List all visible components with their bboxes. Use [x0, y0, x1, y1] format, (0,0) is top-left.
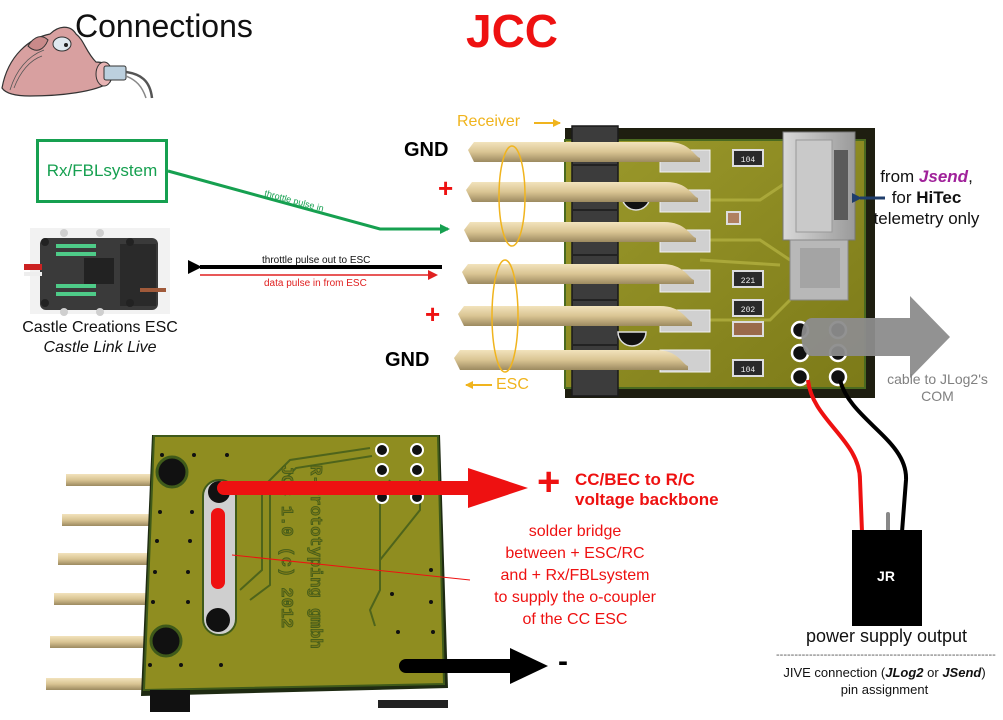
bridge-note-line: solder bridge	[528, 523, 622, 540]
jsend-prefix: from	[880, 167, 919, 186]
pin-gnd-receiver	[468, 142, 700, 162]
jsend-note: from Jsend, for HiTec telemetry only	[850, 166, 1003, 229]
smd-capacitor	[726, 211, 741, 225]
pin-gnd-esc	[454, 350, 688, 370]
jr-connector-label: JR	[877, 568, 895, 584]
page-title: Connections	[75, 8, 253, 44]
jr-connector	[852, 530, 922, 626]
svg-text:221: 221	[741, 277, 756, 286]
svg-text:JCC 1.0 (c) 2012: JCC 1.0 (c) 2012	[276, 465, 295, 628]
hitec-telemetry-connector	[782, 131, 856, 301]
jive-suffix: )	[981, 665, 986, 680]
pin-label-gnd-receiver: GND	[404, 139, 449, 161]
smd-resistor-104-bottom: 104	[732, 359, 764, 377]
minus-label: -	[558, 645, 568, 678]
esc-subtitle: Castle Link Live	[43, 339, 157, 356]
com-note-line1: cable to JLog2's	[887, 371, 988, 387]
cc-plus-label: +	[537, 460, 561, 504]
jr-black-wire	[838, 379, 909, 533]
rx-fbl-system-label: Rx/FBLsystem	[46, 161, 158, 180]
smd-capacitor-large	[732, 321, 764, 337]
bridge-note-line: and + Rx/FBLsystem	[500, 567, 650, 584]
pin-assignment-text: pin assignment	[840, 682, 929, 697]
bridge-note-line: between + ESC/RC	[505, 545, 645, 562]
cc-note-line1: CC/BEC to R/C	[575, 470, 695, 489]
bridge-note-line: of the CC ESC	[522, 611, 628, 628]
jr-red-wire	[806, 379, 864, 533]
jive-or: or	[923, 665, 943, 680]
minus-arrow-icon	[399, 648, 548, 684]
pin-plus-receiver	[466, 182, 698, 202]
hitec-name: HiTec	[916, 188, 962, 207]
smd-resistor-202: 202	[732, 299, 764, 317]
receiver-group-label: Receiver	[457, 113, 521, 130]
solder-bridge-pointer	[231, 554, 471, 581]
cc-bec-note: CC/BEC to R/C voltage backbone	[575, 470, 735, 510]
esc-group-ellipse	[491, 259, 519, 373]
jlog2-name: JLog2	[885, 665, 924, 680]
esc-caption: Castle Creations ESC Castle Link Live	[0, 318, 200, 358]
bridge-note-line: to supply the o-coupler	[494, 589, 656, 606]
esc-name: Castle Creations ESC	[22, 319, 178, 336]
esc-group-label: ESC	[496, 376, 529, 393]
jsend-name: Jsend	[918, 167, 969, 186]
com-note: cable to JLog2's COM	[880, 371, 995, 405]
svg-text:R-Prototyping gmbh: R-Prototyping gmbh	[305, 465, 324, 649]
castle-esc-photo	[24, 228, 170, 316]
throttle-out-label: throttle pulse out to ESC	[262, 255, 371, 266]
pin-label-gnd-esc: GND	[385, 349, 430, 371]
pin-signal-esc	[462, 264, 694, 284]
cc-bec-arrow-icon	[217, 468, 528, 508]
diagram-title: JCC	[466, 5, 559, 57]
jsend-name-2: JSend	[942, 665, 982, 680]
cc-note-line2: voltage backbone	[575, 490, 719, 509]
solder-bridge-note: solder bridge between + ESC/RC and + Rx/…	[455, 521, 695, 631]
hitec-prefix: for	[891, 188, 917, 207]
pig-with-plug-icon	[1, 26, 154, 99]
pin-label-plus-receiver: +	[438, 173, 454, 203]
com-cable-arrow-icon	[801, 296, 950, 378]
jcc-board-top-view: 104 221 202 104	[454, 119, 875, 398]
pin-signal-receiver	[464, 222, 696, 242]
dashed-divider: ----------------------------------------…	[776, 649, 996, 661]
pin-label-plus-esc: +	[425, 299, 441, 329]
com-note-line2: COM	[921, 388, 954, 404]
jsend-suffix: ,	[968, 167, 973, 186]
jive-prefix: JIVE connection (	[783, 665, 886, 680]
svg-text:104: 104	[741, 156, 756, 165]
jive-connection-note: JIVE connection (JLog2 or JSend) pin ass…	[766, 664, 1003, 698]
power-supply-output-label: power supply output	[805, 626, 968, 646]
telemetry-only-text: telemetry only	[873, 209, 980, 228]
rx-fbl-system-box: Rx/FBLsystem	[36, 139, 168, 203]
data-in-label: data pulse in from ESC	[264, 278, 367, 289]
pin-plus-esc	[458, 306, 692, 326]
throttle-in-line	[167, 169, 450, 234]
smd-resistor-221: 221	[732, 270, 764, 288]
smd-resistor-104-top: 104	[732, 149, 764, 167]
svg-text:104: 104	[741, 366, 756, 375]
jcc-board-bottom-view: R-Prototyping gmbh JCC 1.0 (c) 2012	[46, 435, 448, 712]
receiver-group-ellipse	[498, 145, 526, 247]
svg-text:202: 202	[741, 306, 756, 315]
